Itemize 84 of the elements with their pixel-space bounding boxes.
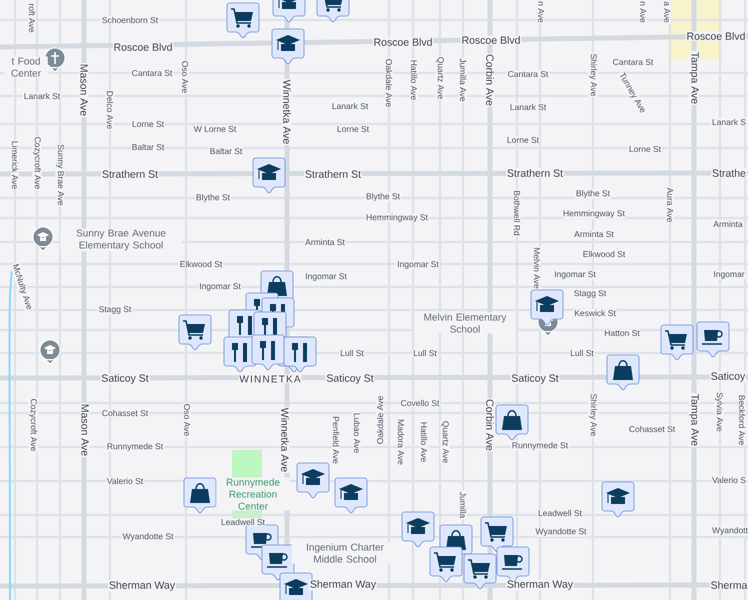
street-label: Delco Ave [106, 90, 114, 130]
street-label: Saticoy St [100, 373, 150, 385]
street-label: Lanark St [23, 92, 61, 100]
street-label: Cohasset St [628, 425, 676, 433]
street-label: Lanark S [711, 118, 747, 126]
street-label: Runnymede St [511, 441, 569, 451]
street-label: Valerio S [711, 476, 747, 484]
street-label: Lanark St [509, 103, 547, 111]
street-label: Mason Ave [80, 63, 88, 117]
street-label: Arminta St [573, 230, 615, 238]
street-label: Keswick St [573, 309, 617, 317]
street-label: Cozycroft Ave [32, 136, 42, 190]
street-label: Lull St [339, 349, 365, 357]
street-label: a Ave [663, 0, 671, 24]
street-label: Oakdale Ave [385, 58, 393, 108]
street-label: Sherman Way [309, 579, 377, 591]
street-label: Sylvia Ave [714, 391, 724, 433]
street-label: Arminta St [304, 238, 346, 246]
street-label: Lorne St [131, 120, 165, 128]
street-label: Aura Ave [666, 186, 674, 224]
street-label: Arminta [712, 220, 744, 228]
street-label: Elkwood St [178, 260, 224, 268]
street-label: Cantara St [612, 58, 654, 66]
street-label: Blythe St [575, 189, 611, 199]
street-label: Baltar St [208, 147, 244, 155]
park-label: Runnymede Recreation Center [216, 478, 290, 510]
street-label: Saticoy St [326, 373, 374, 385]
street-label: Mason Ave [80, 403, 90, 457]
street-label: Lull St [569, 349, 595, 357]
street-label: Tampa Ave [688, 51, 700, 105]
street-label: Lorne St [506, 136, 540, 144]
street-label: Tampa Ave [688, 393, 700, 447]
street-label: Lanark St [331, 102, 369, 110]
street-label: roft Ave [28, 2, 36, 34]
street-label: McNulty Ave [10, 262, 34, 312]
street-label: Shirley Ave [588, 392, 598, 438]
street-label: Melvin Ave [533, 246, 541, 290]
street-label: Shirley Ave [588, 52, 598, 98]
street-label: Jumilla Ave [459, 58, 467, 102]
street-label: n Ave [537, 0, 545, 24]
street-label: Lorne St [336, 125, 370, 133]
street-label: Penfield Ave [332, 415, 340, 465]
street-label: Oso Ave [181, 60, 189, 94]
street-label: Cozycroft Ave [28, 398, 38, 452]
street-label: Jumilla [459, 490, 467, 520]
place-label: t Food Center [4, 56, 48, 78]
street-label: Wyandotte St [122, 532, 174, 542]
street-label: Runnymede St [106, 442, 164, 452]
street-label: Leadwell St [537, 509, 583, 517]
street-label: Cantara St [506, 70, 550, 78]
street-label: Madora Ave [397, 418, 405, 466]
street-label: W Lorne St [192, 125, 238, 133]
street-label: Bothwell Rd [513, 190, 521, 236]
street-label: Saticoy St [510, 373, 560, 385]
street-label: Limerick Ave [11, 140, 19, 190]
street-label: Cohasset St [101, 409, 149, 417]
street-label: Schoenborn St [101, 16, 159, 24]
street-label: Leadwell St [220, 518, 266, 526]
street-label: Valerio St [106, 477, 144, 485]
street-label: Blythe St [195, 193, 231, 203]
street-label: Oakdale Ave [376, 394, 384, 446]
place-label: Ingenium Charter Middle School [292, 542, 398, 564]
street-label: Hemmingway St [365, 213, 429, 223]
street-label: n Ave [639, 0, 647, 24]
street-label: Hatton St [603, 329, 641, 337]
place-label: Melvin Elementary School [414, 312, 516, 334]
street-label: Sherman Way [108, 580, 176, 592]
street-label: Oso Ave [183, 402, 191, 438]
street-label: Hatillo Ave [420, 420, 428, 464]
place-label: Sunny Brae Avenue Elementary School [60, 228, 182, 252]
street-label: Lull St [412, 349, 438, 357]
street-label: Hatillo Ave [410, 58, 418, 102]
street-label: Wyandott [711, 526, 748, 536]
street-label: Hemmingway St [562, 209, 626, 219]
street-label: Cantara St [130, 69, 174, 77]
street-label: Blythe St [365, 192, 401, 202]
street-label: Sherman Way [506, 579, 574, 591]
street-label: Lorne St [628, 145, 662, 153]
street-label: Covello St [400, 399, 440, 407]
street-label: Elkwood St [582, 250, 626, 258]
street-label: Lubao Ave [353, 412, 361, 454]
street-label: Baltar St [130, 143, 166, 151]
street-label: Beckford Ave [738, 394, 746, 446]
street-label: Wyandotte St [534, 527, 588, 537]
